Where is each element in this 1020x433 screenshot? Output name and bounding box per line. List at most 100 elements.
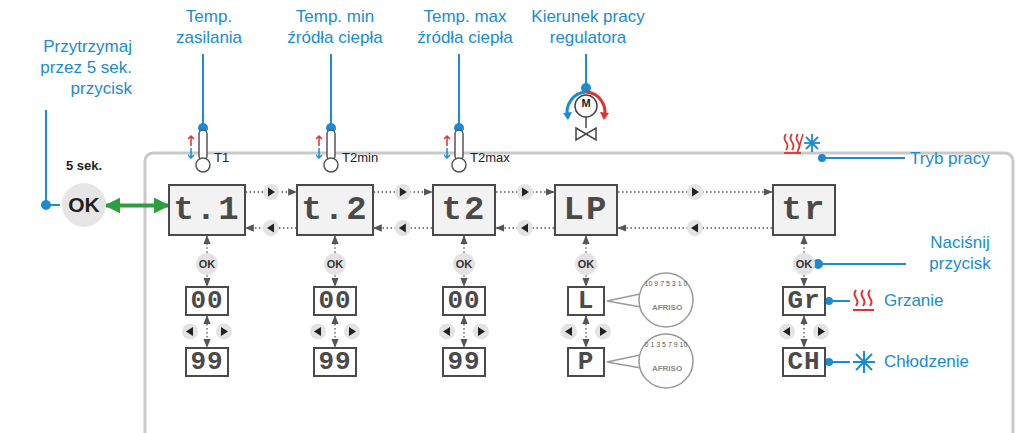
display-text: OK — [456, 258, 473, 270]
navigation-arrow — [206, 316, 207, 347]
value-display: Gr — [782, 286, 825, 316]
display-text: t2 — [442, 191, 487, 229]
dial-scale: 0 1 3 5 7 9 10 — [640, 340, 692, 349]
minus-button — [517, 220, 533, 236]
sensor-name: T2max — [470, 150, 516, 166]
display-text: t.2 — [301, 191, 368, 229]
device-panel — [145, 153, 1013, 433]
display-text: 00 — [447, 286, 480, 316]
lcd-display: t2 — [432, 184, 496, 236]
navigation-arrow — [334, 236, 335, 253]
display-text: tr — [782, 191, 827, 229]
navigation-arrow — [206, 275, 207, 286]
callout-text: Przytrzymaj przez 5 sek. przycisk — [8, 36, 132, 99]
minus-button — [439, 324, 455, 340]
plus-button — [687, 184, 703, 200]
minus-button — [182, 324, 198, 340]
ok-button: OK — [575, 253, 598, 276]
value-display: 99 — [442, 347, 485, 377]
navigation-arrow — [463, 275, 464, 286]
motor-letter: M — [578, 97, 594, 110]
plus-button — [813, 324, 829, 340]
navigation-arrow — [463, 316, 464, 347]
display-text: 99 — [190, 347, 223, 377]
callout-text: Naciśnij przycisk — [908, 232, 1012, 274]
enter-arrow — [106, 204, 168, 208]
display-text: 99 — [318, 347, 351, 377]
lcd-display: t.2 — [296, 184, 373, 236]
lcd-display: t.1 — [168, 184, 245, 236]
plus-button — [344, 324, 360, 340]
callout-text: Chłodzenie — [884, 351, 1014, 372]
navigation-arrow — [463, 236, 464, 253]
display-text: 00 — [190, 286, 223, 316]
ok-button: OK — [196, 253, 219, 276]
navigation-arrow — [803, 316, 804, 347]
value-display: 99 — [313, 347, 356, 377]
value-display: 99 — [185, 347, 228, 377]
value-display: L — [567, 286, 605, 316]
plus-button — [595, 324, 611, 340]
navigation-arrow — [803, 275, 804, 286]
callout-text: Grzanie — [884, 290, 1004, 311]
display-text: LP — [564, 191, 609, 229]
callout-text: Tryb pracy — [910, 148, 1015, 169]
plus-button — [263, 184, 279, 200]
display-text: OK — [68, 193, 100, 217]
brand-mark: AFRISO — [646, 364, 688, 374]
display-text: P — [578, 347, 595, 377]
ok-button: OK — [453, 253, 476, 276]
minus-button — [687, 220, 703, 236]
display-text: OK — [199, 258, 216, 270]
arrow-buttons — [182, 184, 829, 340]
callout-text: Kierunek pracy regulatora — [520, 6, 656, 48]
callout-text: Temp. min źródła ciepła — [272, 6, 398, 48]
navigation-arrow — [334, 275, 335, 286]
dial-icons — [607, 273, 693, 388]
value-display: 00 — [442, 286, 485, 316]
thermometer-icons — [188, 54, 466, 172]
navigation-arrow — [334, 316, 335, 347]
display-text: 99 — [447, 347, 480, 377]
navigation-arrow — [585, 316, 586, 347]
actuator-icon — [563, 54, 609, 140]
display-text: Gr — [787, 286, 820, 316]
minus-button — [779, 324, 795, 340]
ok-button: OK — [793, 253, 816, 276]
minus-button — [263, 220, 279, 236]
navigation-arrow — [206, 236, 207, 253]
plus-button — [216, 324, 232, 340]
minus-button — [561, 324, 577, 340]
display-text: OK — [327, 258, 344, 270]
value-display: CH — [782, 347, 825, 377]
navigation-arrow — [585, 236, 586, 253]
lcd-display: LP — [554, 184, 618, 236]
display-text: OK — [578, 258, 595, 270]
sensor-name: T1 — [214, 150, 244, 166]
hold-time: 5 sek. — [58, 158, 110, 174]
heat-cool-icons — [825, 290, 875, 373]
ok-button: OK — [324, 253, 347, 276]
sensor-name: T2min — [342, 150, 386, 166]
lcd-display: tr — [772, 184, 836, 236]
brand-mark: AFRISO — [646, 303, 688, 313]
value-display: 00 — [185, 286, 228, 316]
hold-leader — [42, 110, 60, 209]
navigation-arrow — [585, 275, 586, 286]
navigation-arrow — [803, 236, 804, 253]
minus-button — [310, 324, 326, 340]
plus-button — [395, 184, 411, 200]
ok-button: OK — [62, 183, 106, 227]
dial-scale: 10 9 7 5 3 1 0 — [640, 279, 692, 288]
press-leader — [814, 260, 906, 268]
display-text: CH — [787, 347, 820, 377]
minus-button — [395, 220, 411, 236]
value-display: 00 — [313, 286, 356, 316]
display-text: OK — [796, 258, 813, 270]
plus-button — [473, 324, 489, 340]
display-text: 00 — [318, 286, 351, 316]
